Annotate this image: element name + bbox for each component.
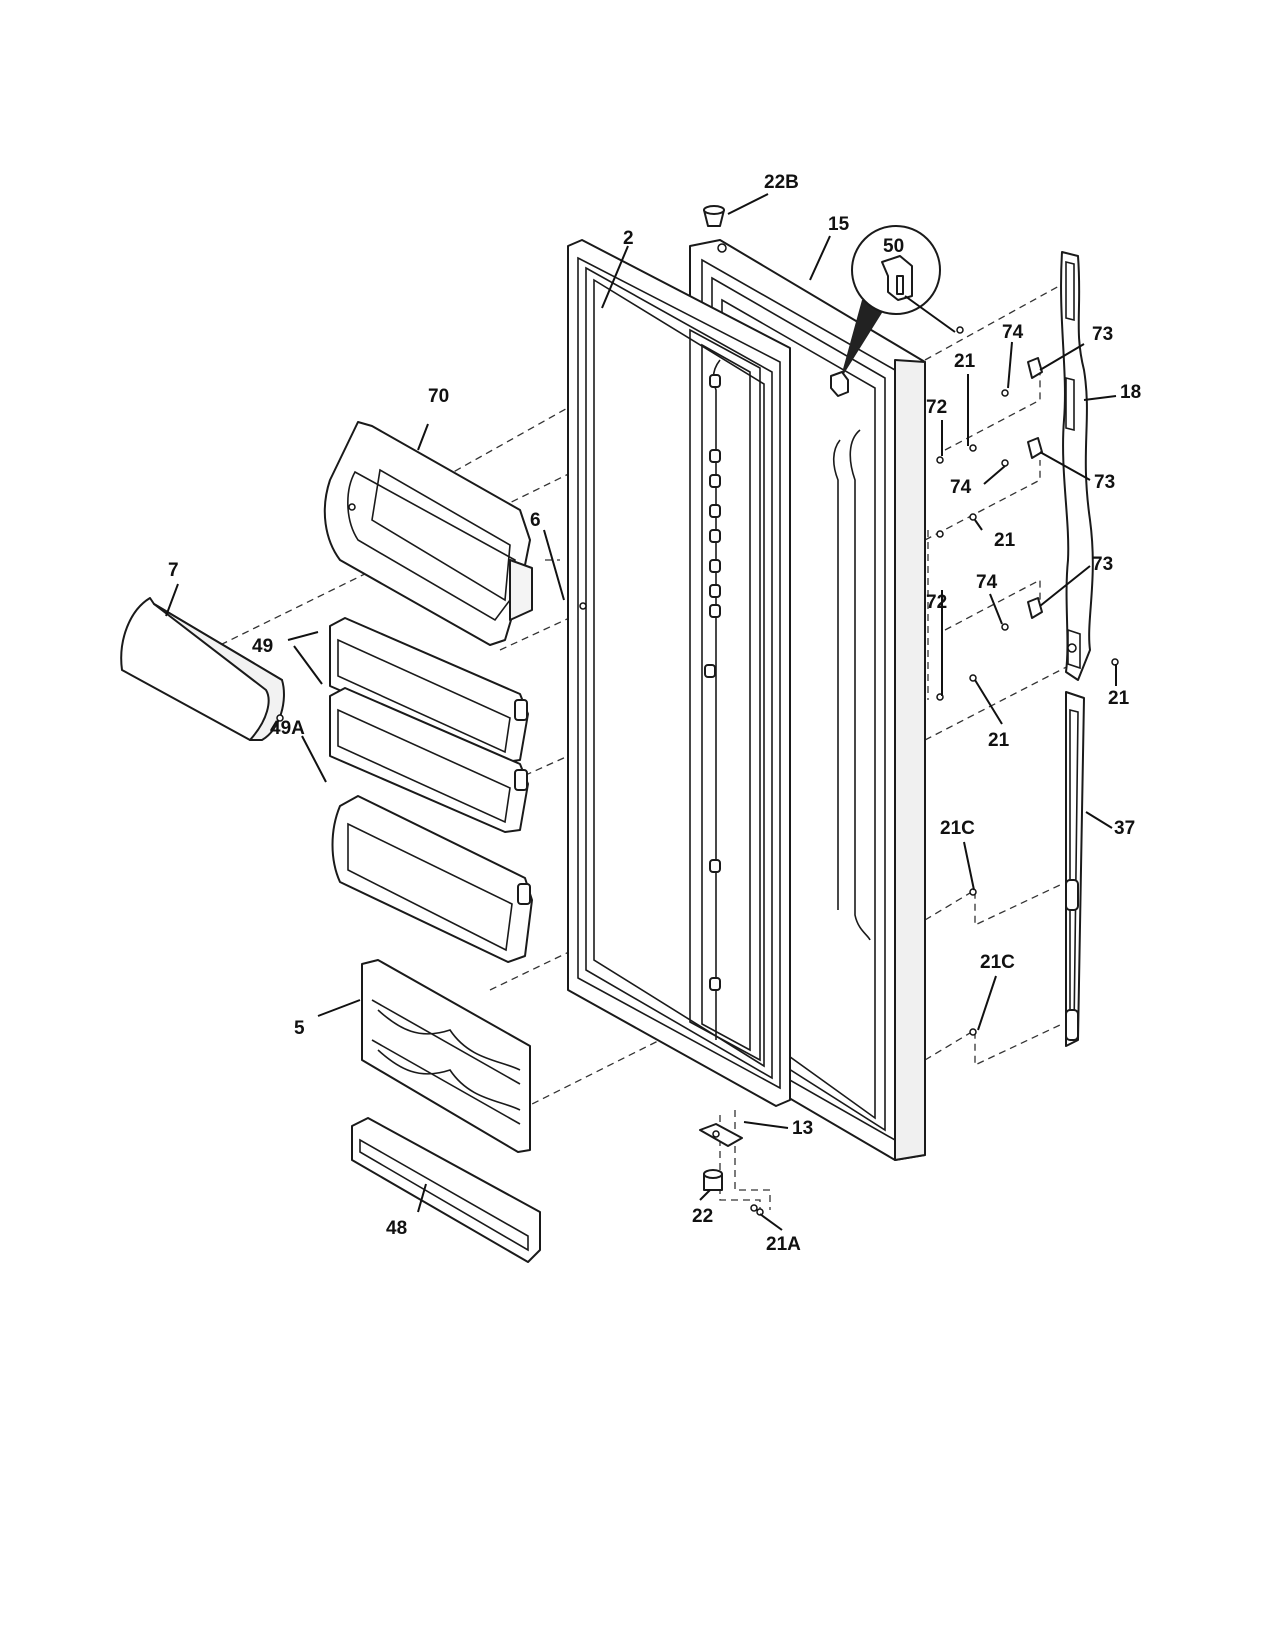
dairy-door: [120, 597, 285, 741]
leader-lines: [165, 193, 1117, 1231]
hinge-screw: [750, 1204, 758, 1212]
callout-2: 2: [623, 228, 634, 249]
callout-70: 70: [428, 386, 449, 407]
callout-49A: 49A: [270, 718, 305, 739]
door-bin-tall: [331, 795, 533, 963]
callout-6: 6: [530, 510, 541, 531]
bottom-door-bin: [351, 1117, 541, 1263]
callout-48: 48: [386, 1218, 407, 1239]
dairy-compartment: [323, 421, 533, 646]
shelf-pegs: [704, 374, 721, 991]
callout-21C-lower: 21C: [980, 952, 1015, 973]
callout-7: 7: [168, 560, 179, 581]
callout-72-top: 72: [926, 397, 947, 418]
callout-22B: 22B: [764, 172, 799, 193]
callout-21-low: 21: [988, 730, 1010, 751]
callout-15: 15: [828, 214, 850, 235]
top-hinge-plug: [703, 205, 725, 227]
callout-50: 50: [883, 236, 904, 257]
callout-18: 18: [1120, 382, 1141, 403]
callout-73-low: 73: [1092, 554, 1113, 575]
callout-37: 37: [1114, 818, 1135, 839]
callout-49: 49: [252, 636, 273, 657]
callout-72-low: 72: [926, 592, 947, 613]
callout-5: 5: [294, 1018, 305, 1039]
callout-21-mid: 21: [994, 530, 1016, 551]
callout-21A: 21A: [766, 1234, 801, 1255]
callout-21-top: 21: [954, 351, 976, 372]
screws: [579, 326, 1119, 1216]
door-handle: [1060, 251, 1094, 681]
door-bin-lower: [329, 687, 529, 833]
callout-73-top: 73: [1092, 324, 1113, 345]
door-inner-liner: [689, 328, 761, 1062]
callout-74-mid: 74: [950, 477, 972, 498]
callout-74-top: 74: [1002, 322, 1024, 343]
callout-73-mid: 73: [1094, 472, 1115, 493]
door-gasket: [567, 239, 791, 1107]
handle-trim: [1065, 691, 1085, 1047]
callout-21C-upper: 21C: [940, 818, 975, 839]
callout-21-right: 21: [1108, 688, 1130, 709]
callout-labels: 22B 2 15 50 74 73 21 18 72 74 73 70 6 21…: [168, 172, 1141, 1255]
bottom-hinge-bushing: [703, 1169, 723, 1191]
callout-22: 22: [692, 1206, 713, 1227]
callout-74-low: 74: [976, 572, 998, 593]
detail-magnifier: [830, 225, 941, 397]
wine-rack: [361, 959, 531, 1153]
bottom-hinge: [699, 1123, 743, 1147]
callout-13: 13: [792, 1118, 813, 1139]
